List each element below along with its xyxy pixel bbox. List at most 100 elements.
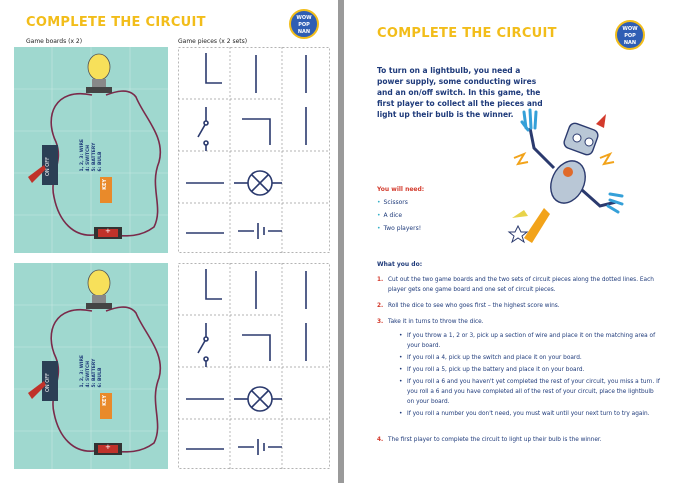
battery-body xyxy=(98,229,118,237)
robot-arm xyxy=(528,127,556,170)
game-board-1: ON OFF KEY 1, 2, 3: WIRE 4: SWITCH 5: BA… xyxy=(14,47,168,253)
robot-eye xyxy=(572,133,582,143)
cut-lines xyxy=(178,263,330,469)
switch-off-label: OFF xyxy=(45,373,51,384)
switch-contact xyxy=(203,336,209,342)
wire-piece xyxy=(205,269,222,300)
key-badge xyxy=(100,393,112,419)
wire xyxy=(50,90,162,237)
key-label: KEY xyxy=(102,395,108,406)
game-boards-label: Game boards (x 2) xyxy=(26,38,83,45)
bulb-cross xyxy=(251,390,269,408)
what-you-do-title: What you do: xyxy=(377,261,423,268)
wire-piece xyxy=(242,334,271,361)
lightning-bolt-icon xyxy=(512,210,528,218)
game-pieces-label: Game pieces (x 2 sets) xyxy=(178,38,248,45)
logo: WOW POP NAN xyxy=(615,20,645,50)
battery-mark: + xyxy=(105,443,111,451)
bullet-item: If you roll a number you don't need, you… xyxy=(399,409,661,419)
step-1: 1. Cut out the two game boards and the t… xyxy=(377,275,659,295)
key-badge xyxy=(100,177,112,203)
switch-icon xyxy=(42,361,58,401)
bulb-holder xyxy=(86,303,112,309)
switch-off-label: OFF xyxy=(45,157,51,168)
board-circuit-drawing xyxy=(14,263,168,469)
you-will-need-title: You will need: xyxy=(377,186,425,193)
page-title: COMPLETE THE CIRCUIT xyxy=(377,26,557,41)
battery-body xyxy=(98,445,118,453)
wire xyxy=(50,306,162,453)
robot-arm xyxy=(581,188,617,208)
bulb-holder xyxy=(86,87,112,93)
robot-chest-light xyxy=(563,167,573,177)
switch-on-label: ON xyxy=(45,168,51,177)
list-item-text: Two players! xyxy=(383,225,422,232)
board-circuit-drawing xyxy=(14,47,168,253)
bullet-item: If you roll a 5, pick up the battery and… xyxy=(399,365,661,375)
robot-eye xyxy=(584,137,594,147)
key-line: 6: BULB xyxy=(98,367,103,388)
list-item: •Scissors xyxy=(377,199,408,206)
step-3-bullets: If you throw a 1, 2 or 3, pick up a sect… xyxy=(399,331,661,421)
bulb-base xyxy=(92,295,106,303)
robot-body xyxy=(550,160,586,204)
bullet-item: If you throw a 1, 2 or 3, pick up a sect… xyxy=(399,331,661,351)
robot-hand xyxy=(606,192,624,214)
step-number: 4. xyxy=(377,437,384,443)
key-label: KEY xyxy=(102,179,108,190)
right-page: COMPLETE THE CIRCUIT WOW POP NAN To turn… xyxy=(344,0,683,483)
game-pieces-set-2 xyxy=(178,263,330,469)
logo-line: WOW xyxy=(296,15,312,21)
step-text: The first player to complete the circuit… xyxy=(388,437,602,443)
switch-icon xyxy=(42,145,58,185)
intro-text: To turn on a lightbulb, you need a power… xyxy=(377,66,543,119)
switch-lever xyxy=(28,165,46,183)
switch-labels: ON OFF xyxy=(45,366,55,400)
key-legend: 1, 2, 3: WIRE 4: SWITCH 5: BATTERY 6: BU… xyxy=(80,355,104,388)
lightning-bolt-icon xyxy=(524,208,550,243)
lightbulb-icon xyxy=(87,269,111,297)
step-number: 1. xyxy=(377,277,384,283)
you-will-need-list: •Scissors •A dice •Two players! xyxy=(377,199,421,238)
switch-lever xyxy=(28,381,46,399)
logo-line: WOW xyxy=(622,26,638,32)
star-icon xyxy=(507,224,529,244)
switch-contact xyxy=(203,140,209,146)
logo-line: POP xyxy=(624,33,636,39)
robot-hand xyxy=(520,108,538,132)
bulb-base xyxy=(92,79,106,87)
wire-piece xyxy=(205,53,222,84)
game-board-2: ON OFF KEY 1, 2, 3: WIRE 4: SWITCH 5: BA… xyxy=(14,263,168,469)
bulb-cross xyxy=(251,174,269,192)
bullet-item: If you roll a 4, pick up the switch and … xyxy=(399,353,661,363)
battery-piece-icon xyxy=(238,439,282,455)
logo-line: POP xyxy=(298,22,310,28)
step-2: 2. Roll the dice to see who goes first –… xyxy=(377,301,659,311)
spark-icon xyxy=(513,151,529,166)
wire-pieces xyxy=(186,269,307,455)
switch-contact xyxy=(203,120,209,126)
robot-illustration xyxy=(507,108,624,244)
switch-contact xyxy=(203,356,209,362)
list-item: •Two players! xyxy=(377,225,422,232)
game-pieces-set-1 xyxy=(178,47,330,253)
key-legend: 1, 2, 3: WIRE 4: SWITCH 5: BATTERY 6: BU… xyxy=(80,139,104,172)
step-4: 4. The first player to complete the circ… xyxy=(377,435,659,445)
step-3: 3. Take it in turns to throw the dice. xyxy=(377,317,659,327)
list-item-text: Scissors xyxy=(383,199,408,206)
cut-lines xyxy=(178,47,330,253)
step-number: 2. xyxy=(377,303,384,309)
list-item-text: A dice xyxy=(383,212,403,219)
step-text: Cut out the two game boards and the two … xyxy=(388,277,654,293)
bullet-item: If you roll a 6 and you haven't yet comp… xyxy=(399,377,661,407)
wire-piece xyxy=(242,118,271,145)
switch-on-label: ON xyxy=(45,384,51,393)
page-title: COMPLETE THE CIRCUIT xyxy=(26,15,206,30)
spark-icon xyxy=(599,151,615,166)
step-number: 3. xyxy=(377,319,384,325)
switch-labels: ON OFF xyxy=(45,150,55,184)
left-page: COMPLETE THE CIRCUIT WOW POP NAN Game bo… xyxy=(0,0,338,483)
battery-piece-icon xyxy=(238,223,282,239)
battery-mark: + xyxy=(105,227,111,235)
list-item: •A dice xyxy=(377,212,403,219)
